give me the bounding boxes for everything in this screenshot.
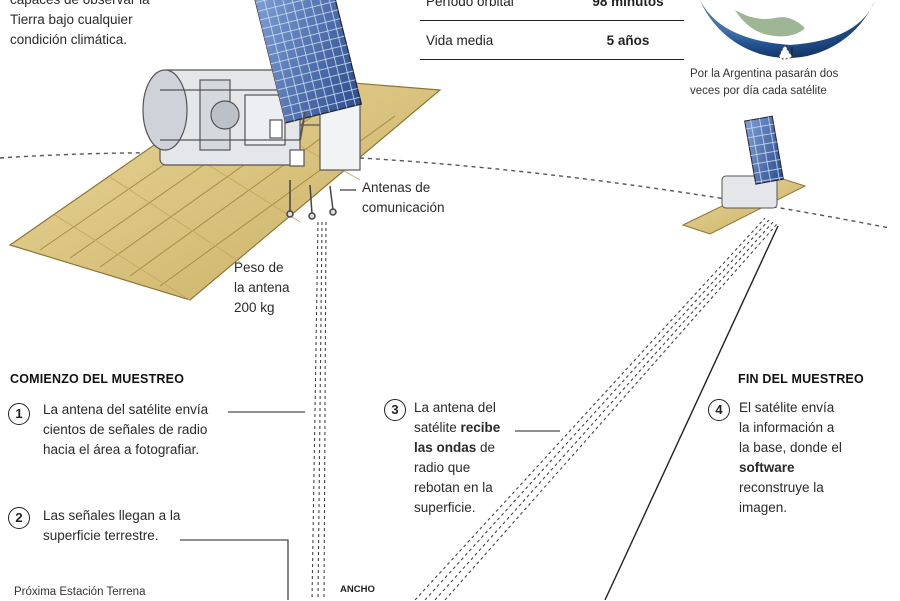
step-3-line-2: satélite recibe — [414, 418, 544, 438]
stat-value: 5 años — [572, 20, 684, 60]
step-3-line-6: superficie. — [414, 500, 476, 515]
step-4-line-2: la información a — [739, 420, 835, 435]
step-1-text: La antena del satélite envía cientos de … — [43, 400, 243, 460]
earth-globe — [700, 0, 875, 60]
step-1-line-3: hacia el área a fotografiar. — [43, 442, 200, 457]
step-4-text: El satélite envía la información a la ba… — [739, 398, 889, 518]
intro-text: capaces de observar la Tierra bajo cualq… — [10, 0, 230, 50]
step-4-line-6: imagen. — [739, 500, 788, 515]
antennas-label: Antenas de comunicación — [362, 178, 445, 218]
step-2-text: Las señales llegan a la superficie terre… — [43, 506, 243, 546]
step-3-line-4: radio que — [414, 460, 471, 475]
step-3-line-2-part: satélite — [414, 420, 461, 435]
step-3-line-3-bold: las ondas — [414, 440, 477, 455]
stat-label: Vida media — [420, 20, 572, 60]
step-1-line-2: cientos de señales de radio — [43, 422, 208, 437]
signal-lines-down — [311, 221, 327, 600]
ancho-label: ANCHO — [340, 584, 375, 595]
earth-caption-line-2: veces por día cada satélite — [690, 85, 827, 97]
step-4-line-1: El satélite envía — [739, 400, 835, 415]
antennas-label-line-1: Antenas de — [362, 180, 431, 195]
step-4-line-4: software — [739, 458, 889, 478]
end-heading: FIN DEL MUESTREO — [738, 372, 864, 386]
bottom-left-label: Próxima Estación Terrena — [14, 586, 146, 598]
antenna-weight-line-1: Peso de — [234, 260, 284, 275]
step-3-line-5: rebotan en la — [414, 480, 493, 495]
orbit-line-right — [359, 157, 891, 229]
stats-row-orbital-period: Período orbital 98 minutos — [420, 0, 684, 21]
step-3-line-2-bold: recibe — [460, 420, 501, 435]
step-2-line-1: Las señales llegan a la — [43, 508, 181, 523]
antennas-label-line-2: comunicación — [362, 200, 445, 215]
satellite-large — [8, 0, 442, 301]
stat-label: Período orbital — [420, 0, 572, 21]
step-4-line-5: reconstruye la — [739, 480, 824, 495]
antenna-weight-line-2: la antena — [234, 280, 290, 295]
step-1-number: 1 — [8, 403, 30, 425]
intro-line-3: condición climática. — [10, 32, 128, 47]
start-heading: COMIENZO DEL MUESTREO — [10, 372, 185, 386]
antenna-weight-label: Peso de la antena 200 kg — [234, 258, 290, 318]
earth-caption-line-1: Por la Argentina pasarán dos — [690, 68, 839, 80]
downlink-line — [604, 225, 779, 600]
step-3-line-3: las ondas de — [414, 438, 544, 458]
step-3-line-3-part: de — [476, 440, 496, 455]
step-3-number: 3 — [384, 399, 406, 421]
step-3-text: La antena del satélite recibe las ondas … — [414, 398, 544, 518]
antenna-weight-line-3: 200 kg — [234, 300, 275, 315]
intro-line-1: capaces de observar la — [10, 0, 230, 10]
stats-table: Período orbital 98 minutos Vida media 5 … — [420, 0, 684, 60]
step-4-line-4-bold: software — [739, 460, 795, 475]
step-2-number: 2 — [8, 507, 30, 529]
stat-value: 98 minutos — [572, 0, 684, 21]
intro-line-2: Tierra bajo cualquier — [10, 12, 133, 27]
stats-row-lifetime: Vida media 5 años — [420, 20, 684, 60]
step-4-line-3: la base, donde el — [739, 440, 842, 455]
step-2-line-2: superficie terrestre. — [43, 528, 159, 543]
signal-lines-return — [414, 217, 778, 600]
step-3-line-1: La antena del — [414, 400, 496, 415]
step-4-number: 4 — [708, 399, 730, 421]
satellite-small — [681, 115, 807, 235]
earth-caption: Por la Argentina pasarán dos veces por d… — [690, 66, 900, 100]
step-1-line-1: La antena del satélite envía — [43, 402, 209, 417]
